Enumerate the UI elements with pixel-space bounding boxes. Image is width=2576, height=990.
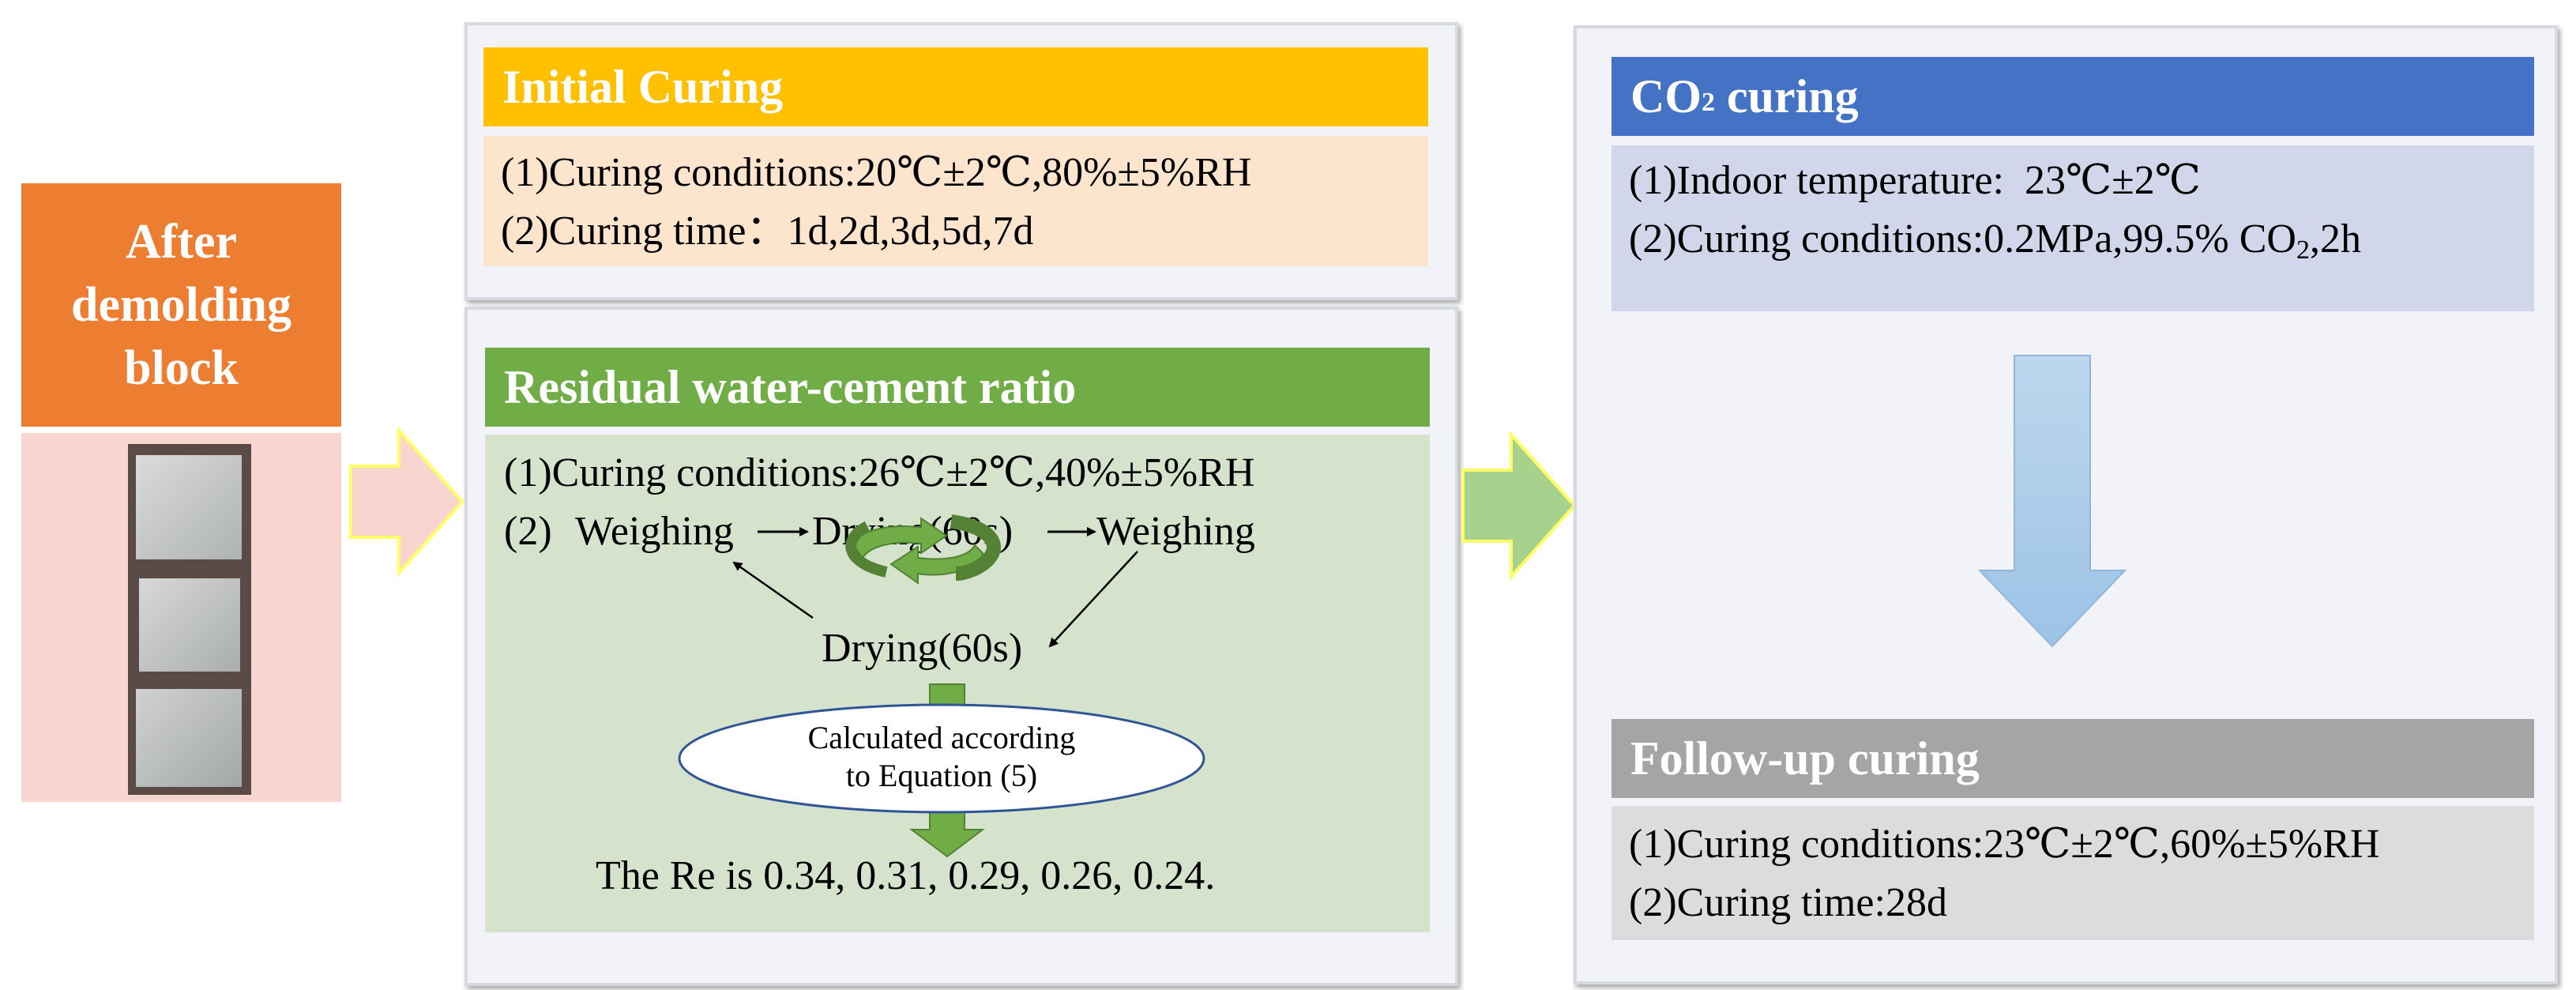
co2-line-2-b: ,2h xyxy=(2309,216,2361,262)
block-specimen-photo xyxy=(128,444,251,795)
after-demolding-header: After demolding block xyxy=(21,183,341,427)
step-weighing-2: Weighing xyxy=(1096,509,1255,554)
co2-title-main: CO xyxy=(1630,70,1702,122)
co2-line-2-sub: 2 xyxy=(2296,235,2310,265)
cycle-arrows-icon xyxy=(845,514,1001,585)
residual-process-diagram xyxy=(678,514,1205,858)
followup-line-2: (2)Curing time:28d xyxy=(1629,880,1947,925)
residual-title: Residual water-cement ratio xyxy=(485,348,1430,427)
initial-curing-line-2: (2)Curing time：1d,2d,3d,5d,7d xyxy=(501,209,1034,254)
calc-ellipse xyxy=(678,703,1205,814)
initial-curing-line-1: (1)Curing conditions:20℃±2℃,80%±5%RH xyxy=(501,150,1252,195)
specimen-cube xyxy=(136,689,242,787)
step-prefix: (2) xyxy=(504,509,552,554)
calc-line-1: Calculated according xyxy=(807,720,1076,755)
after-demolding-line-2: demolding xyxy=(70,278,292,332)
co2-line-2-a: (2)Curing conditions:0.2MPa,99.5% CO xyxy=(1629,216,2296,262)
specimen-cube xyxy=(136,455,242,559)
followup-line-1: (1)Curing conditions:23℃±2℃,60%±5%RH xyxy=(1629,822,2380,867)
followup-curing-title: Follow-up curing xyxy=(1611,719,2534,798)
calc-line-2: to Equation (5) xyxy=(845,758,1038,793)
co2-title-rest: curing xyxy=(1715,70,1859,122)
followup-curing-details: (1)Curing conditions:23℃±2℃,60%±5%RH (2)… xyxy=(1611,806,2534,940)
co2-title-sub: 2 xyxy=(1702,88,1715,117)
residual-result: The Re is 0.34, 0.31, 0.29, 0.26, 0.24. xyxy=(596,853,1216,898)
after-demolding-line-3: block xyxy=(124,341,239,395)
co2-line-2: (2)Curing conditions:0.2MPa,99.5% CO2,2h xyxy=(1629,210,2534,273)
step-weighing-1: Weighing xyxy=(575,509,734,554)
down-arrow-blue xyxy=(1977,355,2127,648)
co2-line-1: (1)Indoor temperature: 23℃±2℃ xyxy=(1629,158,2201,203)
flow-arrow-right-2 xyxy=(1461,430,1577,582)
initial-curing-title: Initial Curing xyxy=(483,47,1428,126)
specimen-cube xyxy=(139,578,240,672)
initial-curing-details: (1)Curing conditions:20℃±2℃,80%±5%RH (2)… xyxy=(483,136,1428,266)
flow-arrow-right-1 xyxy=(349,426,464,578)
arrow-weighing2-to-drying2 xyxy=(1048,551,1138,648)
arrow-drying2-to-weighing1 xyxy=(732,561,814,619)
calc-text: Calculated according to Equation (5) xyxy=(689,719,1194,795)
residual-line-1: (1)Curing conditions:26℃±2℃,40%±5%RH xyxy=(504,450,1255,495)
co2-curing-details: (1)Indoor temperature: 23℃±2℃ (2)Curing … xyxy=(1611,145,2534,311)
after-demolding-line-1: After xyxy=(125,215,238,269)
step-drying-2: Drying(60s) xyxy=(822,626,1023,671)
